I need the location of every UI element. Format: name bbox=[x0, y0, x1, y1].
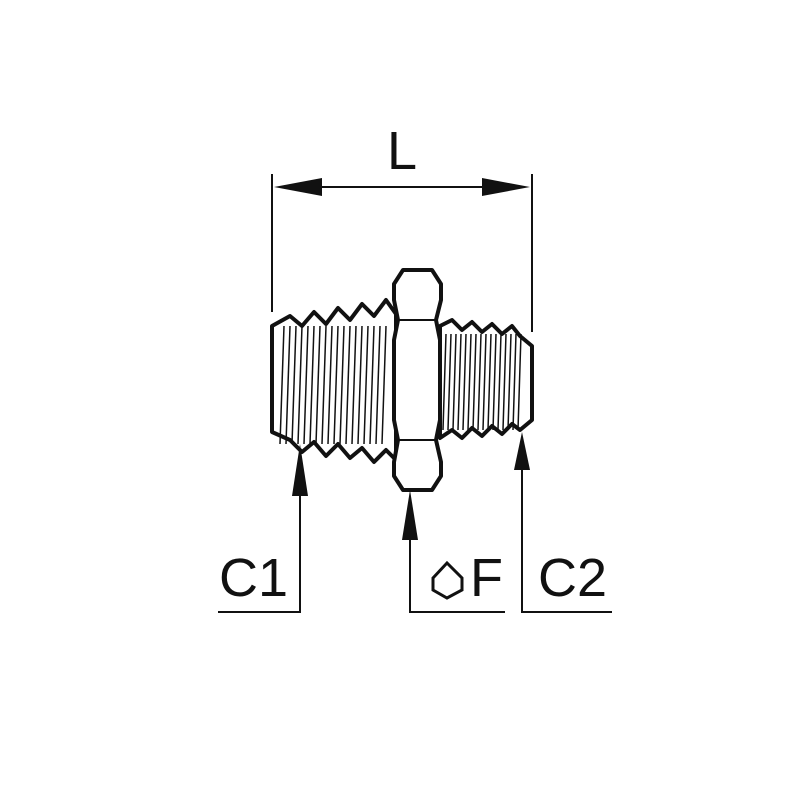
thread-line bbox=[462, 333, 467, 431]
right-thread bbox=[438, 318, 534, 440]
thread-line bbox=[507, 333, 512, 431]
length-dimension: L bbox=[271, 121, 533, 332]
thread-line bbox=[291, 325, 297, 445]
thread-2-label: C2 bbox=[538, 548, 607, 608]
thread-line bbox=[333, 325, 339, 445]
thread-line bbox=[309, 325, 315, 445]
thread-line bbox=[381, 325, 387, 445]
thread-1-leader: C1 bbox=[218, 444, 308, 613]
thread-line bbox=[467, 333, 472, 431]
thread-line bbox=[502, 333, 507, 431]
thread-line bbox=[457, 333, 462, 431]
double-nipple-fitting bbox=[270, 268, 534, 492]
right-thread-lines bbox=[442, 333, 522, 431]
thread-line bbox=[303, 325, 309, 445]
thread-line bbox=[447, 333, 452, 431]
arrow-up-icon bbox=[402, 490, 418, 540]
thread-line bbox=[492, 333, 497, 431]
thread-line bbox=[375, 325, 381, 445]
hex-label: F bbox=[470, 548, 503, 608]
thread-1-label: C1 bbox=[219, 548, 288, 608]
thread-line bbox=[279, 325, 285, 445]
thread-line bbox=[339, 325, 345, 445]
thread-line bbox=[517, 333, 522, 431]
thread-line bbox=[472, 333, 477, 431]
arrow-left-icon bbox=[274, 178, 322, 196]
arrow-up-icon bbox=[292, 444, 308, 496]
thread-line bbox=[497, 333, 502, 431]
thread-line bbox=[297, 325, 303, 445]
thread-line bbox=[363, 325, 369, 445]
arrow-up-icon bbox=[514, 432, 530, 470]
thread-line bbox=[315, 325, 321, 445]
thread-line bbox=[452, 333, 457, 431]
thread-line bbox=[487, 333, 492, 431]
arrow-right-icon bbox=[482, 178, 530, 196]
thread-line bbox=[477, 333, 482, 431]
thread-2-leader: C2 bbox=[514, 432, 612, 613]
thread-line bbox=[327, 325, 333, 445]
length-label: L bbox=[387, 121, 417, 181]
thread-line bbox=[285, 325, 291, 445]
thread-line bbox=[321, 325, 327, 445]
hex-nut bbox=[392, 268, 443, 492]
left-thread bbox=[270, 298, 398, 464]
thread-line bbox=[482, 333, 487, 431]
thread-line bbox=[442, 333, 447, 431]
hexagon-icon bbox=[431, 560, 464, 600]
thread-line bbox=[351, 325, 357, 445]
thread-line bbox=[345, 325, 351, 445]
hex-size-leader: F bbox=[402, 490, 505, 613]
left-thread-lines bbox=[279, 325, 387, 445]
thread-line bbox=[512, 333, 517, 431]
thread-line bbox=[357, 325, 363, 445]
thread-line bbox=[369, 325, 375, 445]
